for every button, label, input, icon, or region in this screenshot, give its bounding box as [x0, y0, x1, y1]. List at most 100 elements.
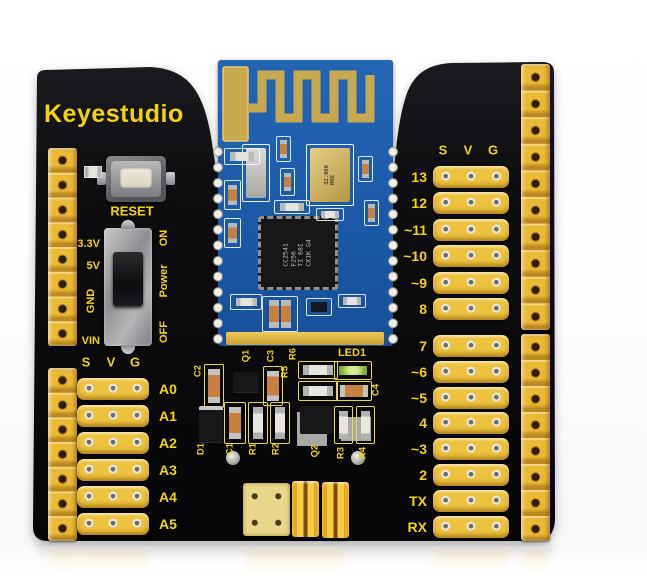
pin-header-a4 [77, 486, 149, 508]
pin-header-d11 [433, 219, 509, 241]
smd-component [224, 180, 241, 210]
rail-label-vin: VIN [81, 335, 100, 347]
component-body [252, 407, 264, 439]
pin-header-a1 [77, 405, 149, 427]
pin-label-10: ~10 [403, 248, 427, 264]
pin-header-rx [433, 516, 509, 538]
label-r5: R5 [279, 365, 291, 379]
smd-body [235, 297, 257, 307]
power-switch [104, 220, 152, 354]
pin-header-d3 [433, 438, 509, 460]
pin-header-d13 [433, 166, 509, 188]
pin-header-d4 [433, 412, 509, 434]
switch-label-on: ON [158, 229, 170, 247]
pin-header-d10 [433, 245, 509, 267]
power-socket-strip [48, 148, 77, 346]
label-led1: LED1 [337, 347, 367, 359]
label-r1: R1 [247, 442, 259, 456]
pin-header-d6 [433, 361, 509, 383]
pin-label-12: 12 [411, 195, 427, 211]
rail-label-5v: 5V [86, 260, 100, 272]
cc2541-chip: CC2541 F256 TI 68I CX1K G4 [258, 216, 338, 290]
col-label-g: G [487, 142, 499, 158]
pin-label-8: 8 [419, 301, 427, 317]
reset-label: RESET [110, 203, 154, 219]
rail-label-3v3: 3.3V [77, 238, 100, 250]
smd-body [311, 301, 327, 313]
pin-header-tx [433, 490, 509, 512]
component-body [340, 385, 368, 397]
smd-body [281, 300, 291, 328]
pin-header-a3 [77, 459, 149, 481]
col-label-v: V [106, 354, 116, 370]
bluetooth-module: 32.000 MHZ CC2541 F256 TI 68I CX1K G4 [211, 60, 400, 346]
pin-header-d12 [433, 192, 509, 214]
module-pins-right [386, 144, 400, 346]
component-body [228, 407, 242, 439]
pin-header-a0 [77, 378, 149, 400]
component-body [338, 410, 349, 440]
pin-label-11: ~11 [404, 222, 427, 238]
solder-pad [351, 451, 365, 465]
smd-body [269, 300, 279, 328]
pin-label-a0: A0 [159, 381, 177, 397]
switch-tab [121, 220, 135, 229]
smd-component [224, 218, 241, 248]
smd-body [230, 152, 254, 161]
pin-header-a2 [77, 432, 149, 454]
label-r2: R2 [270, 442, 282, 456]
jumper-pad-block [243, 483, 290, 536]
label-r4: R4 [357, 446, 369, 460]
resistor-r4 [356, 406, 375, 444]
smd-component [262, 296, 298, 332]
module-pins-left [211, 144, 225, 346]
label-d1: D1 [195, 442, 207, 456]
smd-component [364, 200, 379, 226]
label-q2: Q2 [309, 444, 321, 458]
switch-label-power: Power [158, 264, 170, 298]
resistor-r5 [298, 381, 338, 401]
solder-pad [226, 451, 240, 465]
smd-body [283, 172, 292, 192]
component-body [303, 385, 333, 397]
pin-label-13: 13 [411, 169, 427, 185]
power-switch-knob [113, 252, 143, 306]
component-body [303, 365, 333, 375]
reflection-fade [0, 546, 647, 581]
label-c3: C3 [265, 349, 277, 363]
digital-socket-strip-upper [521, 64, 550, 330]
pin-label-a2: A2 [159, 435, 177, 451]
pin-header-d2 [433, 464, 509, 486]
pin-label-6: ~6 [411, 364, 427, 380]
pin-label-tx: TX [409, 493, 427, 509]
resistor-r6 [298, 361, 338, 379]
brand-logo: Keyestudio [44, 100, 184, 128]
resistor-r3 [334, 406, 353, 444]
pin-label-a4: A4 [159, 489, 177, 505]
diode-d1 [199, 406, 223, 442]
led-lens [338, 365, 368, 376]
col-label-v: V [463, 142, 473, 158]
smd-body [228, 184, 237, 206]
smd-component [306, 298, 332, 316]
smd-component [276, 136, 291, 162]
switch-label-off: OFF [158, 321, 170, 343]
component-body [360, 410, 371, 440]
smd-component [84, 166, 102, 178]
smd-component [274, 200, 310, 214]
smd-component [280, 168, 295, 196]
smd-body [279, 140, 288, 158]
module-socket [226, 332, 384, 345]
component-body [267, 370, 279, 402]
col-label-s: S [81, 354, 91, 370]
smd-body [342, 297, 362, 305]
crystal-unit: MHZ [330, 175, 336, 185]
smd-component [230, 294, 262, 310]
col-label-s: S [438, 142, 448, 158]
smd-component [316, 208, 344, 221]
crystal-32mhz: 32.000 MHZ [306, 144, 354, 206]
rail-label-gnd: GND [85, 288, 97, 314]
transistor-q2 [300, 406, 334, 434]
capacitor-c1 [224, 402, 246, 444]
